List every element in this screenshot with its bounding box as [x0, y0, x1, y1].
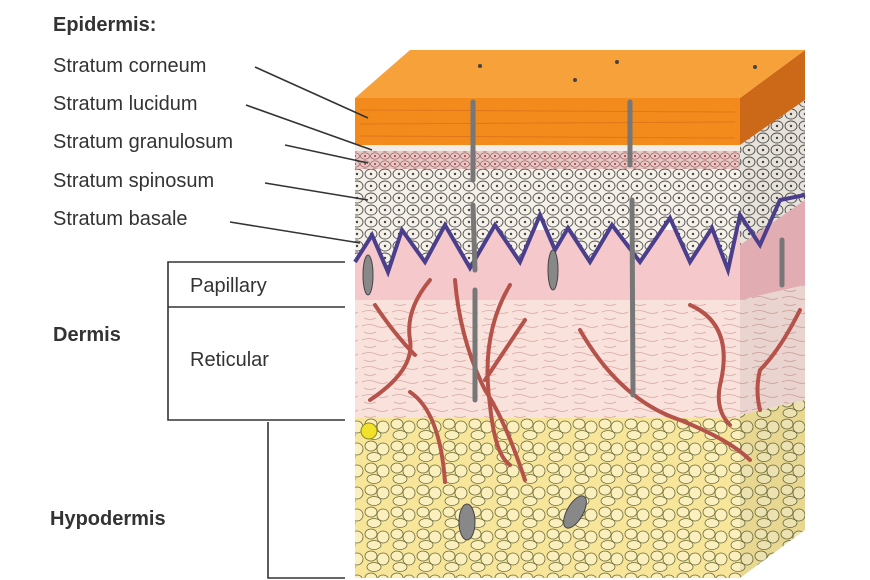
layer-stratum-basale — [353, 193, 806, 278]
label-papillary: Papillary — [190, 275, 267, 297]
leader-lines — [229, 66, 373, 244]
blood-vessels — [368, 278, 802, 484]
pacinian-corpuscle — [360, 422, 378, 440]
layer-brackets — [167, 261, 345, 579]
layer-stratum-spinosum — [355, 169, 740, 272]
label-stratum-spinosum: Stratum spinosum — [53, 170, 215, 192]
layer-stratum-granulosum — [355, 151, 740, 169]
label-hypodermis: Hypodermis — [50, 508, 166, 530]
label-stratum-basale: Stratum basale — [53, 208, 188, 230]
layer-hypodermis — [355, 418, 740, 578]
layer-stratum-lucidum — [355, 145, 740, 151]
label-stratum-granulosum: Stratum granulosum — [53, 131, 234, 153]
corneum-texture — [359, 109, 736, 139]
pores — [478, 60, 757, 82]
hair-follicles — [362, 249, 587, 541]
top-surface — [355, 50, 805, 98]
hair-shafts — [470, 99, 785, 403]
label-stratum-lucidum: Stratum lucidum — [53, 93, 198, 115]
label-dermis: Dermis — [53, 324, 121, 346]
epidermis-heading: Epidermis: — [53, 14, 157, 36]
label-stratum-corneum: Stratum corneum — [53, 55, 207, 77]
layer-reticular-dermis — [355, 300, 740, 418]
label-reticular: Reticular — [190, 349, 269, 371]
side-face — [740, 50, 805, 578]
